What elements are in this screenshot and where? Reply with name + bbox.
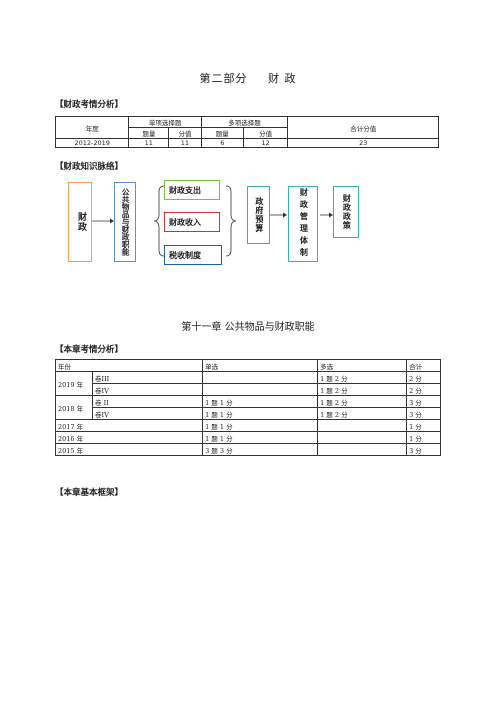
- table-cell: 1 分: [406, 431, 441, 444]
- arrow-head: [283, 212, 287, 218]
- table-cell: 1 题 1 分: [202, 431, 319, 444]
- diagram-connectors: [92, 185, 333, 257]
- table-cell: 卷III: [91, 371, 204, 384]
- table-cell: 1 题 2 分: [317, 371, 408, 384]
- table-cell: 1 题 2 分: [317, 383, 408, 396]
- table-cell: 卷IV: [91, 383, 204, 396]
- table-cell: 1 题 2 分: [317, 407, 408, 420]
- node-policy: 财政政策: [333, 186, 359, 238]
- part-label: 第二部分: [199, 72, 248, 85]
- left-brace: [153, 185, 165, 257]
- table-cell: 11: [128, 138, 170, 148]
- exam-analysis-table: 年度 单项选择题 多项选择题 合计分值 题量 分值 题量 分值 2012-201…: [54, 116, 439, 148]
- section-knowledge-map: 【财政知识脉络】: [55, 162, 124, 172]
- table-cell: 2017 年: [54, 419, 204, 432]
- table-header: 合计: [406, 359, 441, 372]
- section-chapter-exam: 【本章考情分析】: [55, 345, 124, 355]
- table-cell: [202, 371, 319, 384]
- table-cell: 3 分: [406, 443, 441, 456]
- table-cell: 2019 年: [55, 371, 93, 396]
- part-title: 第二部分 财 政: [0, 70, 496, 86]
- table-cell: 1 题 1 分: [202, 395, 319, 408]
- table-cell: 2016 年: [54, 431, 204, 444]
- table-cell: [202, 383, 319, 396]
- table-cell: 2 分: [406, 383, 441, 396]
- node-revenue: 财政收入: [164, 212, 220, 232]
- node-caizheng: 财政: [68, 182, 92, 262]
- table-header: 单选: [202, 359, 319, 372]
- table-cell: 3 分: [406, 407, 441, 420]
- node-expenditure: 财政支出: [164, 180, 220, 200]
- table-cell: [317, 419, 408, 432]
- table-cell: 1 题 2 分: [317, 395, 408, 408]
- table-cell: 卷IV: [91, 407, 204, 420]
- table-cell: 2 分: [406, 371, 441, 384]
- table-cell: 6: [200, 138, 244, 148]
- table-cell: 2015 年: [54, 443, 204, 456]
- node-public-goods: 公共物品与财政职能: [114, 182, 136, 262]
- arrow-head: [110, 218, 114, 224]
- table-cell: 1 题 1 分: [202, 407, 319, 420]
- table-cell: 2018 年: [55, 395, 93, 420]
- table-cell: 卷 II: [91, 395, 204, 408]
- part-name: 财 政: [268, 72, 297, 85]
- table-cell: 1 分: [406, 419, 441, 432]
- arrow-head: [329, 212, 333, 218]
- table-cell: 3 分: [406, 395, 441, 408]
- table-header: 多选: [317, 359, 408, 372]
- right-brace: [225, 185, 237, 257]
- node-budget: 政府预算: [247, 186, 270, 244]
- table-header: 年份: [54, 359, 204, 372]
- chapter-exam-table: 年份 单选 多选 合计 2019 年 卷III 1 题 2 分 2 分 卷IV …: [54, 359, 441, 456]
- table-cell: 23: [287, 138, 439, 148]
- knowledge-diagram: 财政 公共物品与财政职能 财政支出 财政收入 税收制度 政府预算 财政管理体制 …: [0, 0, 496, 300]
- chapter-title: 第十一章 公共物品与财政职能: [181, 322, 315, 333]
- section-exam-analysis: 【财政考情分析】: [55, 100, 124, 110]
- table-cell: 1 题 1 分: [202, 419, 319, 432]
- table-cell: [317, 443, 408, 456]
- table-cell: 2012-2019: [54, 138, 130, 148]
- table-cell: 3 题 3 分: [202, 443, 319, 456]
- table-cell: [317, 431, 408, 444]
- node-tax: 税收制度: [164, 245, 222, 265]
- section-chapter-framework: 【本章基本框架】: [55, 488, 124, 498]
- node-management: 财政管理体制: [288, 186, 318, 262]
